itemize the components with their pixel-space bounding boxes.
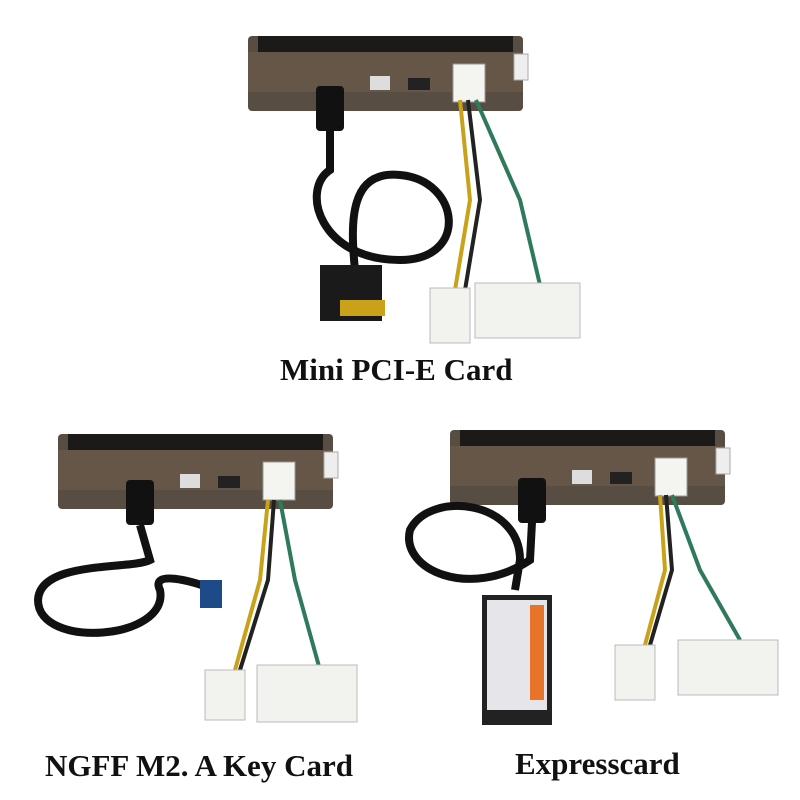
mini-pcie-dock bbox=[247, 35, 581, 344]
ngff-m2-dock bbox=[33, 433, 358, 723]
caption-expresscard: Expresscard bbox=[515, 746, 680, 781]
caption-ngff-m2: NGFF M2. A Key Card bbox=[45, 748, 353, 783]
caption-mini-pcie: Mini PCI-E Card bbox=[280, 352, 513, 387]
expresscard-dock bbox=[405, 429, 779, 725]
